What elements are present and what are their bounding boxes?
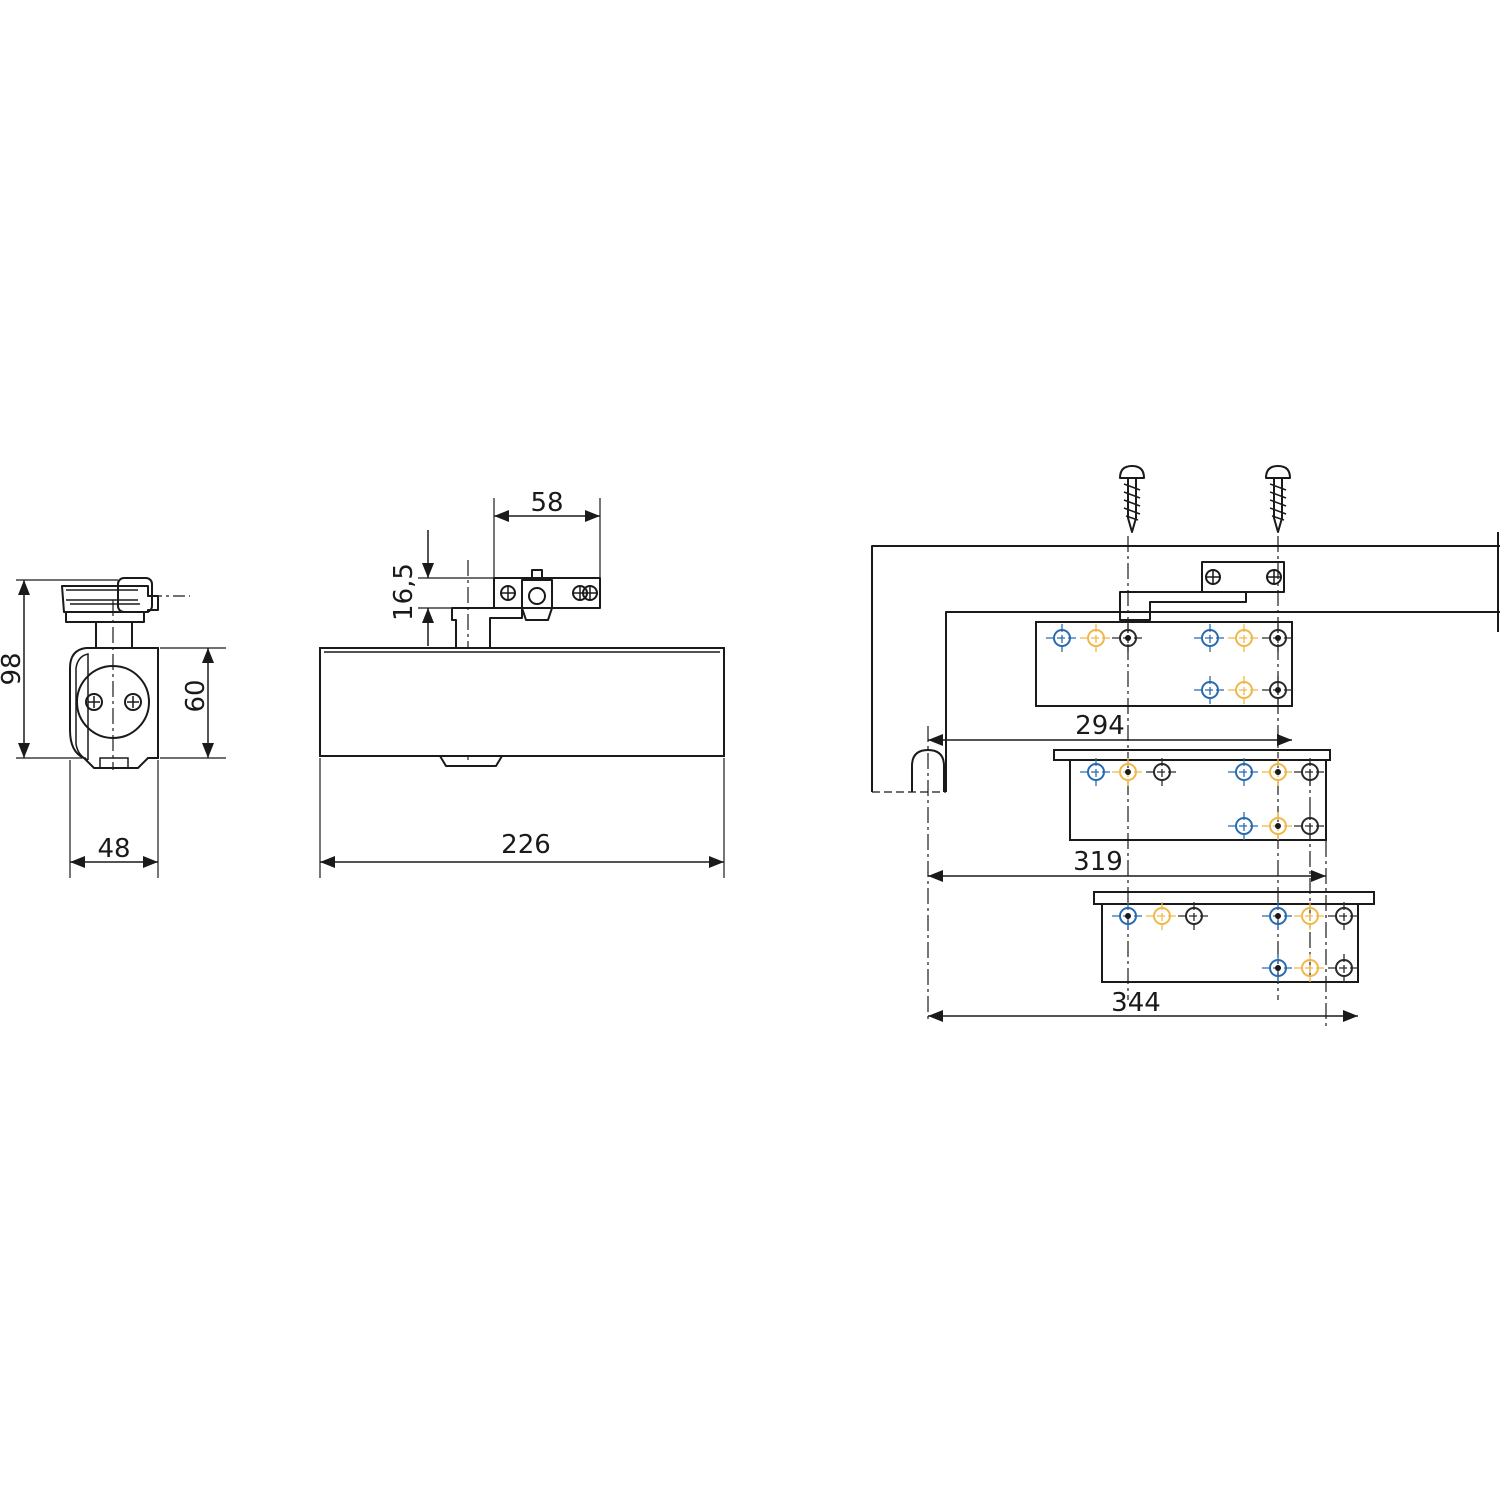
mounting-hole (1194, 624, 1226, 652)
mounting-hole (1328, 902, 1360, 930)
side-arm-pivot (117, 577, 153, 613)
mounting-hole (1328, 954, 1360, 982)
door-hinge-icon (911, 749, 945, 792)
mounting-hole (1228, 758, 1260, 786)
mounting-hole (1228, 624, 1260, 652)
mounting-hole (1262, 676, 1294, 704)
mount-plate-294 (1035, 621, 1293, 707)
mounting-hole (1262, 624, 1294, 652)
mounting-hole (1294, 954, 1326, 982)
mounting-hole (1112, 902, 1144, 930)
side-spindle (95, 621, 133, 649)
mount-plate-344 (1101, 903, 1359, 983)
mounting-hole (1262, 902, 1294, 930)
dim-side-body-height: 60 (181, 679, 211, 712)
dim-side-width: 48 (97, 834, 130, 864)
wood-screw-icon (1265, 465, 1291, 533)
front-view: 58 16,5 226 (319, 488, 725, 878)
side-view: 98 60 48 (0, 577, 226, 878)
mounting-holes (1046, 624, 1360, 982)
mounting-hole (1046, 624, 1078, 652)
mounting-hole (1262, 954, 1294, 982)
mount-plate-319 (1069, 759, 1327, 841)
mounting-hole (1080, 624, 1112, 652)
dim-arm-shoe-width: 58 (530, 488, 563, 518)
dim-arm-offset: 16,5 (389, 563, 419, 621)
mounting-hole (1294, 758, 1326, 786)
door-leaf (945, 611, 1500, 792)
dim-side-height: 98 (0, 652, 27, 685)
mounting-hole (1080, 758, 1112, 786)
mounting-hole (1228, 676, 1260, 704)
mounting-hole (1228, 812, 1260, 840)
door-frame (871, 545, 1500, 792)
mounting-hole (1194, 676, 1226, 704)
dim-body-length: 226 (501, 830, 551, 860)
mounting-hole (1112, 758, 1144, 786)
dim-mount-294: 294 (1075, 711, 1125, 741)
front-arm-shoe (493, 577, 601, 609)
wood-screw-icon (1119, 465, 1145, 533)
side-arm-base (65, 611, 145, 623)
mounting-hole (1178, 902, 1210, 930)
mounting-view: 294 319 344 (871, 465, 1500, 1030)
mounting-hole (1146, 758, 1178, 786)
mounting-hole (1294, 902, 1326, 930)
mounting-hole (1294, 812, 1326, 840)
front-body-valve (439, 755, 503, 767)
mounting-hole (1262, 758, 1294, 786)
front-arm (451, 607, 523, 649)
mounting-hole (1112, 624, 1144, 652)
front-arm-pivot (521, 579, 553, 621)
dim-mount-344: 344 (1111, 988, 1161, 1018)
mounting-hole (1146, 902, 1178, 930)
front-body (319, 647, 725, 757)
mounting-hole (1262, 812, 1294, 840)
mount-arm (1119, 591, 1247, 621)
dim-mount-319: 319 (1073, 847, 1123, 877)
mount-plate-344-flange (1093, 891, 1375, 905)
